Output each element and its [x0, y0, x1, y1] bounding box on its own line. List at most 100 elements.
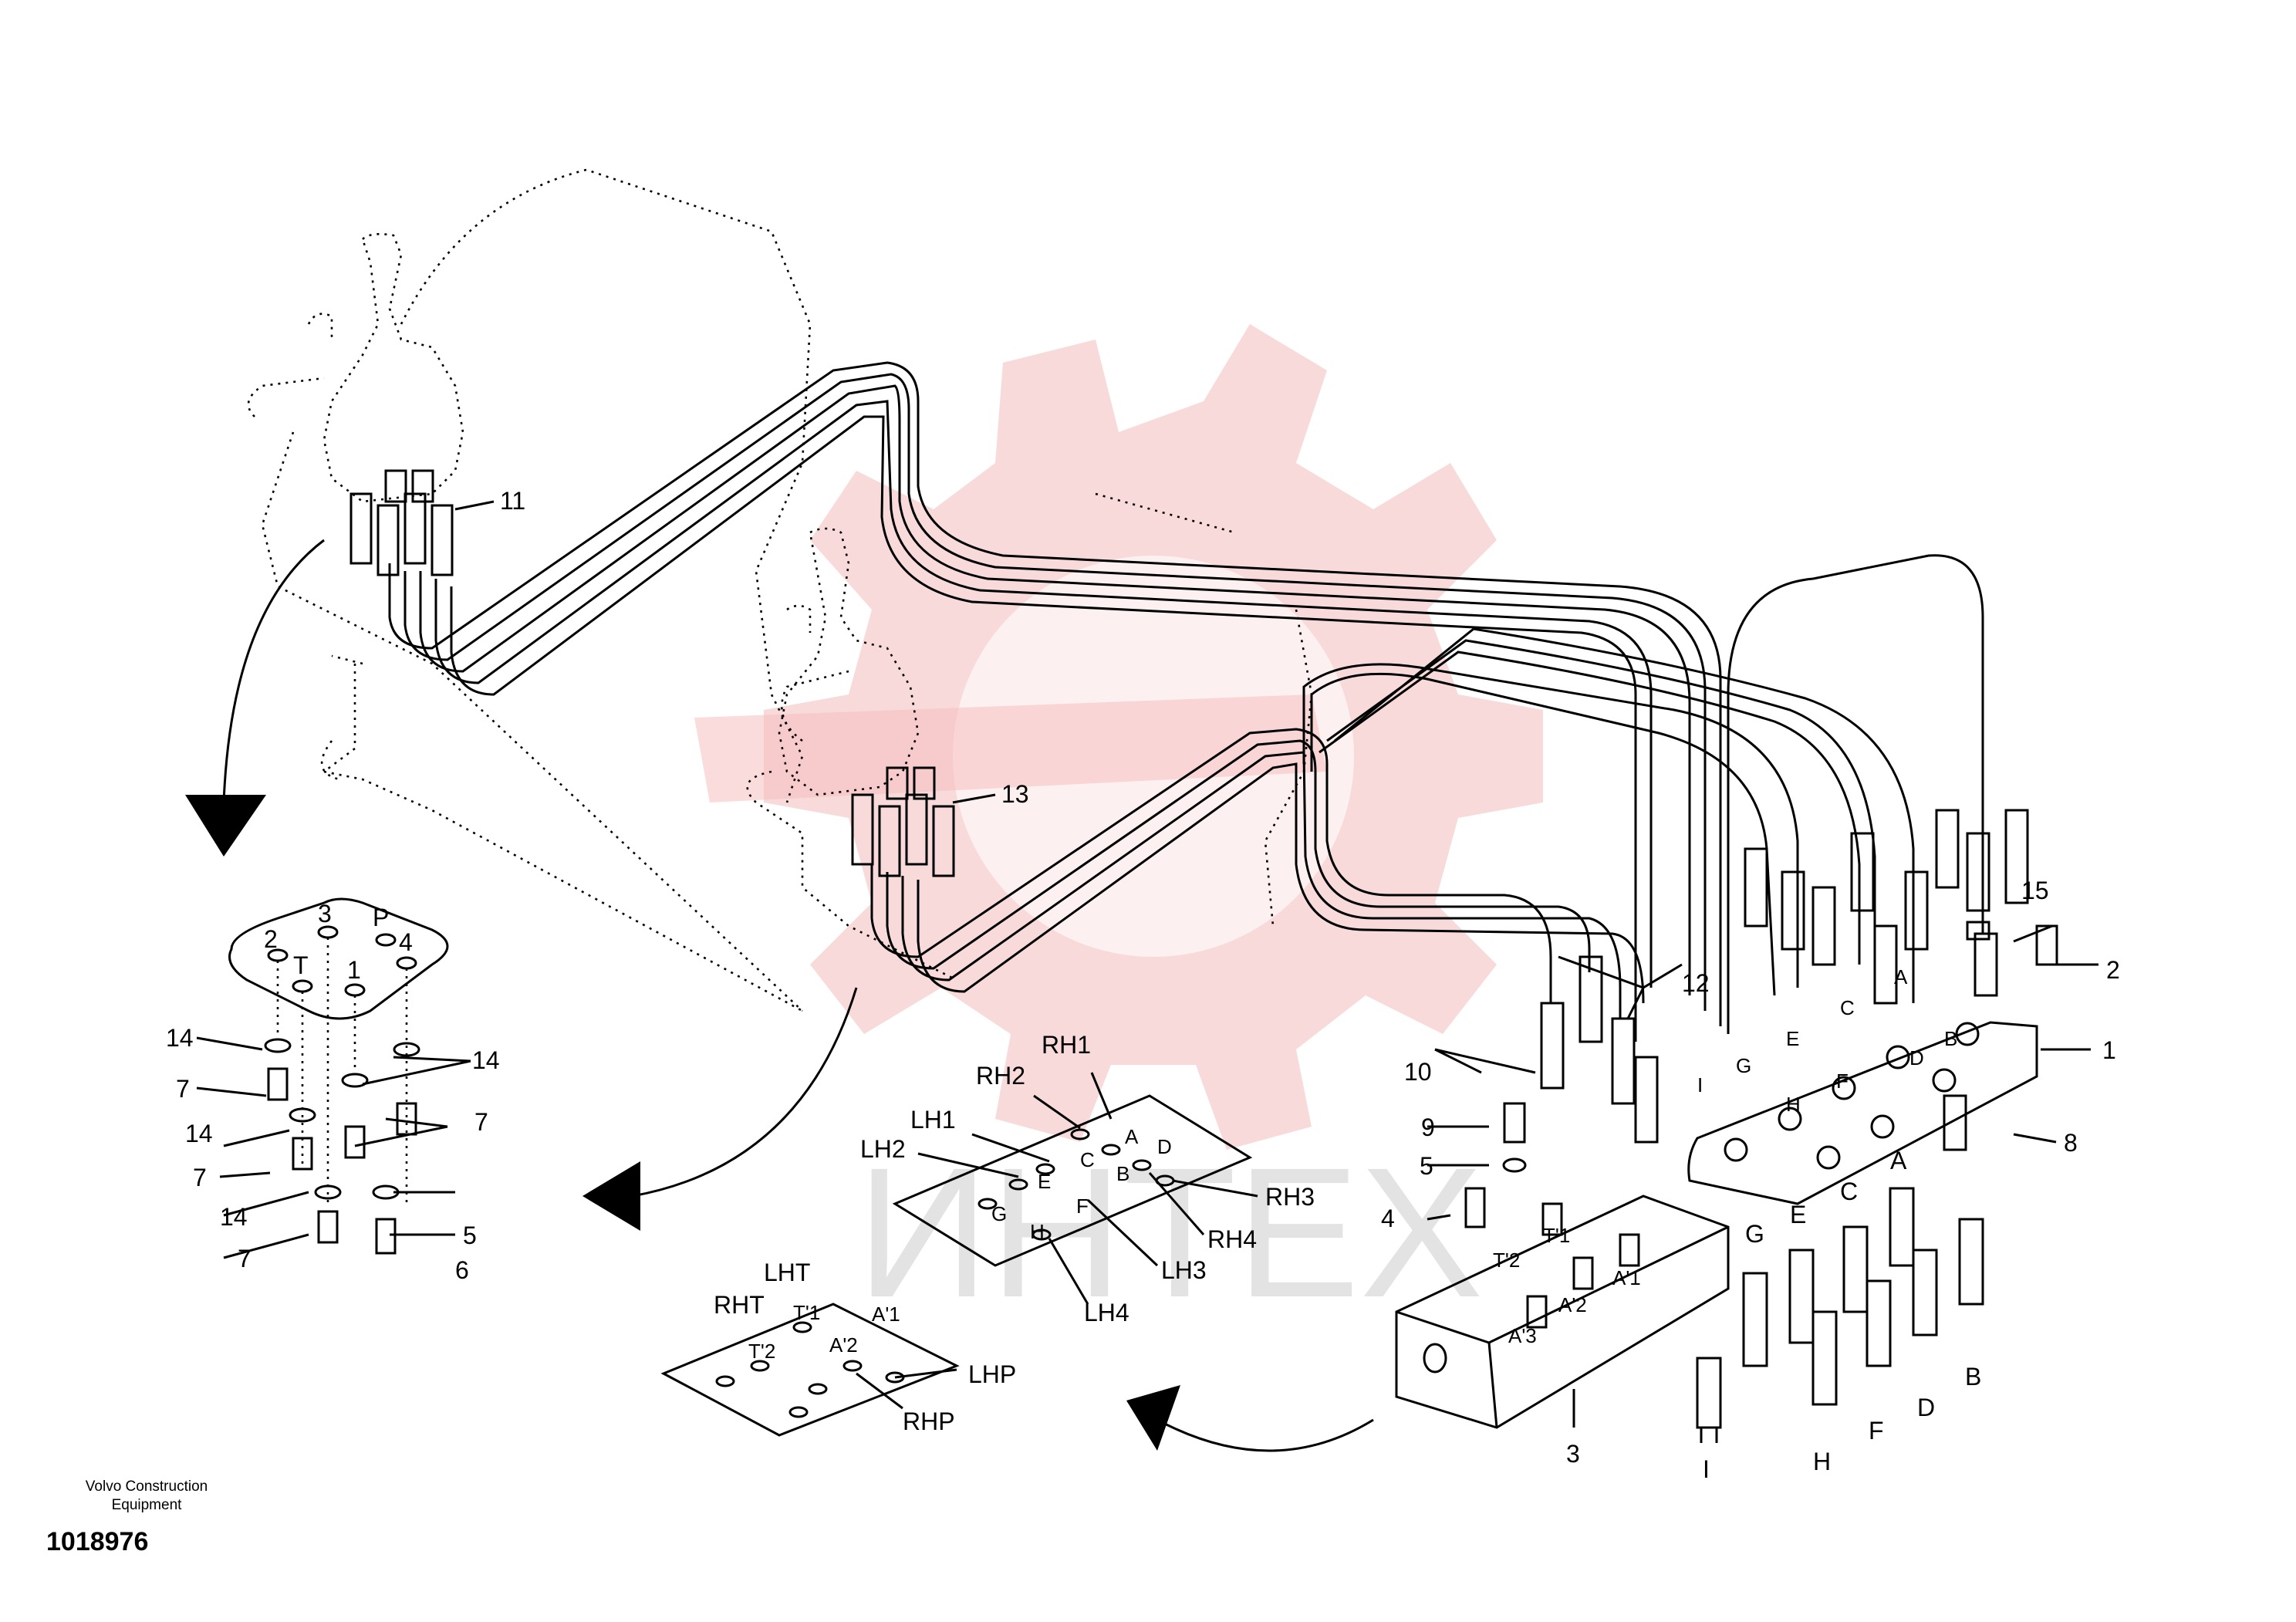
hose-letter-b: B: [1944, 1027, 1957, 1050]
part-label-5-right: 5: [1420, 1152, 1433, 1180]
part-label-12: 12: [1682, 969, 1710, 997]
bport-a1: A'1: [1612, 1266, 1641, 1289]
pr-label-lh1: LH1: [910, 1106, 956, 1134]
hose-letter-c: C: [1840, 996, 1855, 1019]
valve-plate-1: [1687, 1021, 2038, 1205]
pr-port-d: D: [1157, 1135, 1172, 1158]
joystick-left: [307, 233, 464, 576]
pr-label-lh4: LH4: [1084, 1299, 1129, 1326]
hose-bottom-i: I: [1703, 1455, 1710, 1483]
part-number: 1018976: [46, 1527, 149, 1556]
part-label-7-d: 7: [474, 1108, 488, 1136]
pr-label-rh4: RH4: [1207, 1225, 1257, 1253]
hose-bottom-h: H: [1813, 1448, 1831, 1475]
part-label-8: 8: [2064, 1129, 2078, 1157]
hose-bottom-d: D: [1917, 1394, 1935, 1421]
pp-label-lhp: LHP: [968, 1360, 1016, 1388]
pr-label-rh2: RH2: [976, 1062, 1025, 1090]
part-label-7-c: 7: [238, 1245, 252, 1272]
pp-label-lht: LHT: [764, 1259, 810, 1286]
pr-label-lh2: LH2: [860, 1135, 906, 1163]
bport-a3: A'3: [1508, 1324, 1537, 1347]
block-port-labels: T'1 T'2 A'1 A'2 A'3: [1493, 1224, 1641, 1347]
part-labels: 1 2 3 4 5 5 6 7 7 7 7 8 9 10 11 12 13 14…: [166, 487, 2120, 1468]
hose-bundle-lower: [870, 627, 1915, 1019]
plate-rh-labels: A B C D E F G H RH1 RH2 LH1 LH2 RH3 RH4 …: [860, 1031, 1315, 1326]
hose-letter-labels: G E C A I H F D B G E C A I H F D B: [1697, 965, 1981, 1483]
hose-letter-f: F: [1836, 1070, 1849, 1093]
view-arrow-bottom-icon: [1126, 1385, 1374, 1452]
bport-t1: T'1: [1543, 1224, 1570, 1247]
hose-letter-g: G: [1736, 1054, 1751, 1077]
plate-pilot-labels: T'1 T'2 A'1 A'2 LHT RHT LHP RHP: [714, 1259, 1016, 1435]
part-label-7-a: 7: [176, 1075, 190, 1103]
pr-port-b: B: [1116, 1162, 1129, 1185]
pp-port-a2: A'2: [829, 1333, 858, 1357]
pp-port-t2: T'2: [748, 1340, 775, 1363]
hose-bundle-upper: [388, 361, 1984, 1042]
hose-letter-e: E: [1786, 1027, 1799, 1050]
fitting-stack-left: [264, 1038, 420, 1255]
hose-bottom-e: E: [1790, 1201, 1806, 1228]
pp-label-rht: RHT: [714, 1291, 765, 1319]
part-label-7-b: 7: [193, 1164, 207, 1191]
hose-letter-h: H: [1786, 1093, 1801, 1116]
pr-port-c: C: [1080, 1148, 1095, 1171]
part-label-15: 15: [2021, 877, 2049, 904]
view-arrow-center-icon: [582, 987, 858, 1231]
hose-bottom-f: F: [1869, 1417, 1884, 1445]
jport-4: 4: [399, 928, 413, 956]
jport-1: 1: [347, 956, 361, 984]
pr-label-rh3: RH3: [1265, 1183, 1315, 1211]
footer: Volvo Construction Equipment 1018976: [46, 1478, 247, 1557]
part-label-3: 3: [1566, 1440, 1580, 1468]
part-label-14-b: 14: [185, 1120, 213, 1147]
bport-t2: T'2: [1493, 1249, 1520, 1272]
part-label-5-left: 5: [463, 1222, 477, 1249]
hose-bottom-a: A: [1890, 1147, 1907, 1174]
pr-port-e: E: [1038, 1170, 1051, 1193]
cab-outline-left: [247, 168, 812, 1012]
jport-p: P: [373, 904, 389, 931]
part-label-14-a: 14: [166, 1024, 194, 1052]
hose-bottom-b: B: [1965, 1363, 1981, 1391]
pr-port-g: G: [991, 1202, 1007, 1225]
jport-2: 2: [264, 925, 278, 953]
part-label-10: 10: [1404, 1058, 1432, 1086]
pp-port-t1: T'1: [793, 1301, 820, 1324]
valve-block-3: [1395, 1195, 1730, 1429]
pp-label-rhp: RHP: [903, 1407, 955, 1435]
part-label-6: 6: [455, 1256, 469, 1284]
pr-port-f: F: [1076, 1195, 1089, 1218]
brand-text: Volvo Construction Equipment: [46, 1478, 247, 1515]
joystick-port-plate: [228, 897, 449, 1204]
part-label-4: 4: [1381, 1205, 1395, 1232]
hose-letter-i: I: [1697, 1073, 1703, 1097]
port-plate-pilot: [660, 1303, 960, 1437]
brand-line-2: Equipment: [111, 1497, 182, 1513]
part-label-2: 2: [2106, 956, 2120, 984]
pr-label-rh1: RH1: [1042, 1031, 1091, 1059]
hose-bottom-g: G: [1745, 1220, 1764, 1248]
port-plate-rh: [892, 1094, 1253, 1267]
part-label-9: 9: [1421, 1113, 1435, 1141]
jport-3: 3: [318, 900, 332, 928]
jport-t: T: [293, 951, 309, 979]
hose-bottom-c: C: [1840, 1178, 1858, 1205]
brand-line-1: Volvo Construction: [85, 1478, 208, 1495]
part-label-13: 13: [1001, 780, 1029, 808]
part-label-14-c: 14: [220, 1203, 248, 1231]
part-label-11: 11: [500, 487, 525, 515]
hose-end-fittings: [1540, 809, 2029, 1144]
pr-port-a: A: [1125, 1125, 1139, 1148]
watermark-gear-icon: [694, 324, 1543, 1150]
part-label-14-d: 14: [472, 1046, 500, 1074]
pr-label-lh3: LH3: [1161, 1256, 1207, 1284]
fitting-misc-right: [1464, 921, 2058, 1228]
hose-lower-fittings: [1696, 1187, 1984, 1443]
hose-letter-d: D: [1909, 1046, 1924, 1070]
pp-port-a1: A'1: [872, 1303, 900, 1326]
hose-letter-a: A: [1894, 965, 1908, 988]
pr-port-h: H: [1030, 1220, 1045, 1243]
